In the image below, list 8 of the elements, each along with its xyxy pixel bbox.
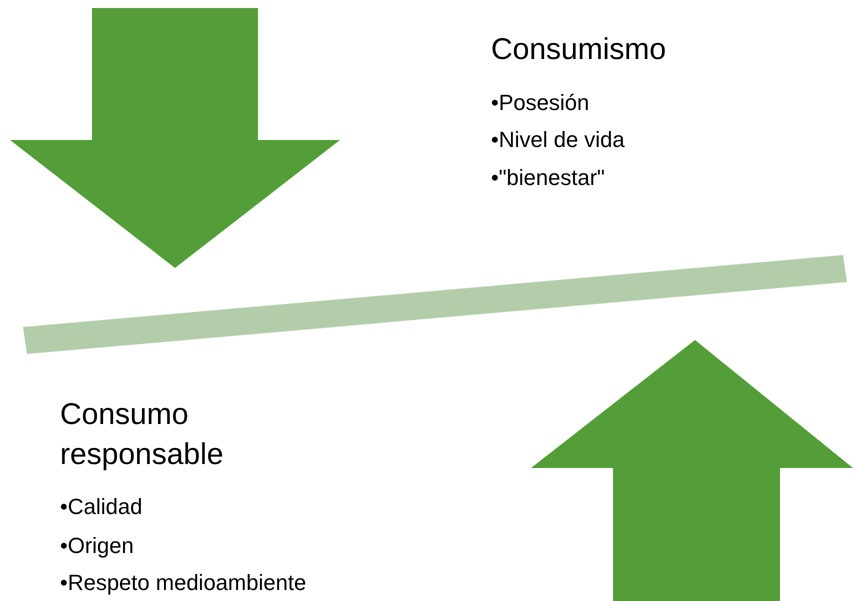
bullet-item: •Nivel de vida (491, 126, 625, 154)
heading: Consumismo (491, 32, 666, 68)
bullet-item: •Respeto medioambiente (60, 569, 306, 597)
bullet-item: •Origen (60, 532, 134, 560)
bullet-item: •Posesión (491, 89, 590, 117)
bullet-item: •"bienestar" (491, 164, 605, 192)
heading: Consumo responsable (60, 397, 224, 473)
bullet-item: •Calidad (60, 493, 142, 521)
